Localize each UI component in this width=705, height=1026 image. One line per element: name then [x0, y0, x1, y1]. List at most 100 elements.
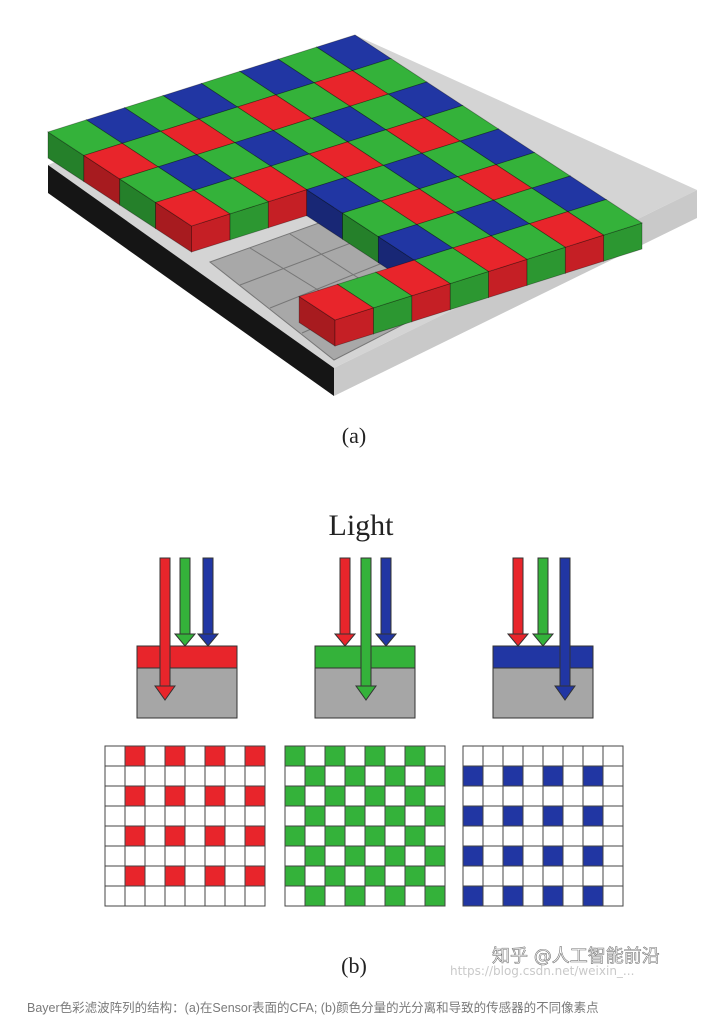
grid-cell [582, 785, 604, 807]
grid-cell [364, 865, 386, 887]
grid-cell [244, 805, 266, 827]
grid-cell [164, 825, 186, 847]
grid-cell [364, 785, 386, 807]
grid-cell [602, 745, 624, 767]
grid-cell [104, 825, 126, 847]
grid-cell [522, 805, 544, 827]
watermark-url: https://blog.csdn.net/weixin_... [450, 964, 634, 978]
grid-cell [542, 865, 564, 887]
cfa-tile-face [154, 189, 231, 227]
grid-cell [582, 885, 604, 907]
grid-cell [224, 745, 246, 767]
grid-cell [144, 825, 166, 847]
grid-cell [184, 765, 206, 787]
grid-cell [602, 885, 624, 907]
grid-cell [582, 845, 604, 867]
grid-cell [562, 745, 584, 767]
grid-cell [304, 845, 326, 867]
grid-cell [324, 845, 346, 867]
green-light-arrow [355, 557, 377, 701]
grid-cell [384, 785, 406, 807]
grid-cell [582, 865, 604, 887]
grid-cell [364, 765, 386, 787]
grid-cell [462, 885, 484, 907]
grid-cell [404, 745, 426, 767]
grid-cell [482, 765, 504, 787]
grid-cell [224, 865, 246, 887]
grid-cell [462, 865, 484, 887]
grid-cell [602, 865, 624, 887]
grid-cell [344, 865, 366, 887]
grid-cell [522, 865, 544, 887]
grid-cell [502, 805, 524, 827]
grid-cell [144, 765, 166, 787]
grid-cell [164, 745, 186, 767]
grid-cell [364, 885, 386, 907]
green-filter-pixel [314, 557, 416, 719]
grid-cell [364, 825, 386, 847]
panel-a-label: (a) [342, 423, 366, 448]
cfa-tile-face [566, 199, 643, 236]
grid-cell [284, 825, 306, 847]
grid-cell [424, 845, 446, 867]
grid-cell [542, 825, 564, 847]
grid-cell [204, 825, 226, 847]
grid-cell [104, 745, 126, 767]
grid-cell [104, 865, 126, 887]
grid-cell [582, 745, 604, 767]
grid-cell [562, 765, 584, 787]
grid-cell [562, 825, 584, 847]
grid-cell [124, 805, 146, 827]
grid-cell [184, 825, 206, 847]
grid-cell [424, 745, 446, 767]
grid-cell [104, 765, 126, 787]
grid-cell [204, 785, 226, 807]
grid-cell [324, 825, 346, 847]
grid-cell [184, 885, 206, 907]
grid-cell [462, 845, 484, 867]
grid-cell [502, 745, 524, 767]
grid-cell [404, 865, 426, 887]
grid-cell [542, 765, 564, 787]
grid-cell [344, 845, 366, 867]
grid-cell [364, 845, 386, 867]
grid-cell [482, 745, 504, 767]
grid-cell [324, 745, 346, 767]
grid-cell [244, 825, 266, 847]
grid-cell [542, 845, 564, 867]
grid-cell [284, 785, 306, 807]
grid-cell [404, 805, 426, 827]
grid-cell [602, 805, 624, 827]
grid-cell [602, 785, 624, 807]
grid-cell [384, 845, 406, 867]
grid-cell [164, 865, 186, 887]
grid-cell [404, 885, 426, 907]
cfa-tile-face [374, 259, 452, 297]
grid-cell [502, 825, 524, 847]
grid-cell [104, 785, 126, 807]
grid-cell [104, 845, 126, 867]
grid-cell [582, 825, 604, 847]
grid-cell [284, 845, 306, 867]
grid-cell [384, 865, 406, 887]
green-light-arrow-blocked [531, 557, 555, 647]
grid-cell [124, 865, 146, 887]
grid-cell [244, 845, 266, 867]
grid-cell [324, 865, 346, 887]
figure-caption: Bayer色彩滤波阵列的结构：(a)在Sensor表面的CFA; (b)颜色分量… [27, 1001, 599, 1015]
grid-cell [164, 785, 186, 807]
grid-cell [424, 765, 446, 787]
grid-cell [204, 805, 226, 827]
grid-cell [522, 745, 544, 767]
cfa-tile-face [298, 283, 375, 321]
grid-cell [324, 805, 346, 827]
grid-cell [304, 825, 326, 847]
blue-channel-grid [462, 745, 624, 907]
grid-cell [124, 845, 146, 867]
grid-cell [462, 785, 484, 807]
grid-cell [304, 745, 326, 767]
grid-cell [344, 785, 366, 807]
grid-cell [164, 805, 186, 827]
red-filter-pixel [136, 557, 238, 719]
